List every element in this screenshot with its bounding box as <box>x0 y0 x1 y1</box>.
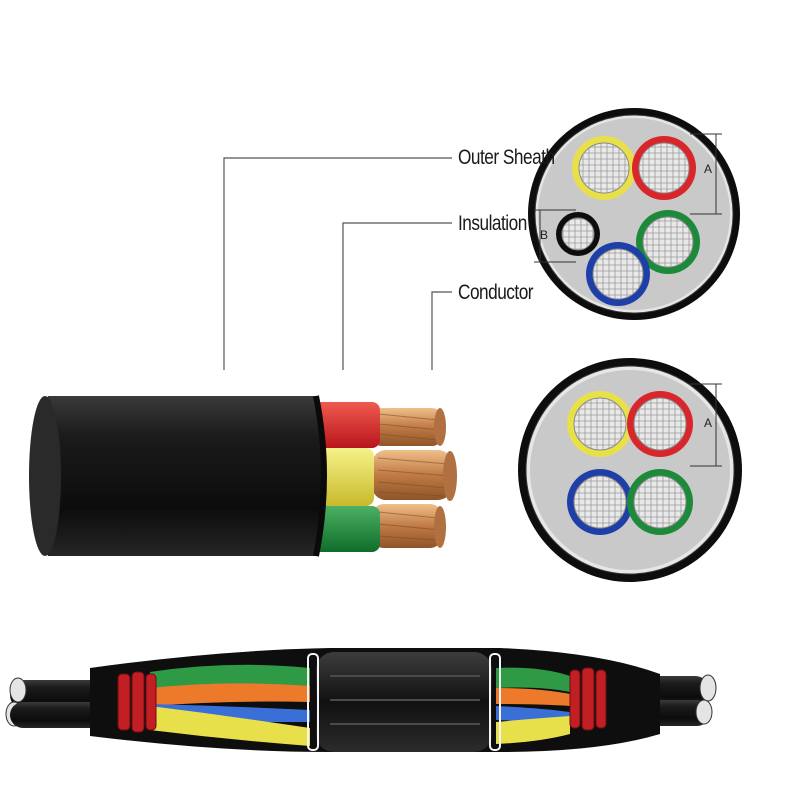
outer-sheath-label: Outer Sheath <box>458 146 555 169</box>
dimension-a-bottom-label: A <box>704 416 713 430</box>
dimension-b-label: B <box>540 228 549 242</box>
cross-section-five-core <box>528 108 740 320</box>
conductor-label: Conductor <box>458 281 534 304</box>
cable-joint <box>5 648 717 752</box>
dimension-a-top <box>690 133 722 215</box>
cross-section-four-core <box>518 358 742 582</box>
cable-body <box>29 395 457 557</box>
dimension-a-bottom <box>690 383 722 467</box>
outer-sheath-leader <box>223 157 452 370</box>
insulation-leader <box>342 222 452 370</box>
dimension-a-top-label: A <box>704 162 713 176</box>
conductor-strands <box>372 408 457 548</box>
outer-sheath <box>36 396 323 556</box>
insulation-label: Insulation <box>458 212 527 235</box>
conductor-leader <box>431 291 452 370</box>
dimension-b <box>534 209 576 263</box>
